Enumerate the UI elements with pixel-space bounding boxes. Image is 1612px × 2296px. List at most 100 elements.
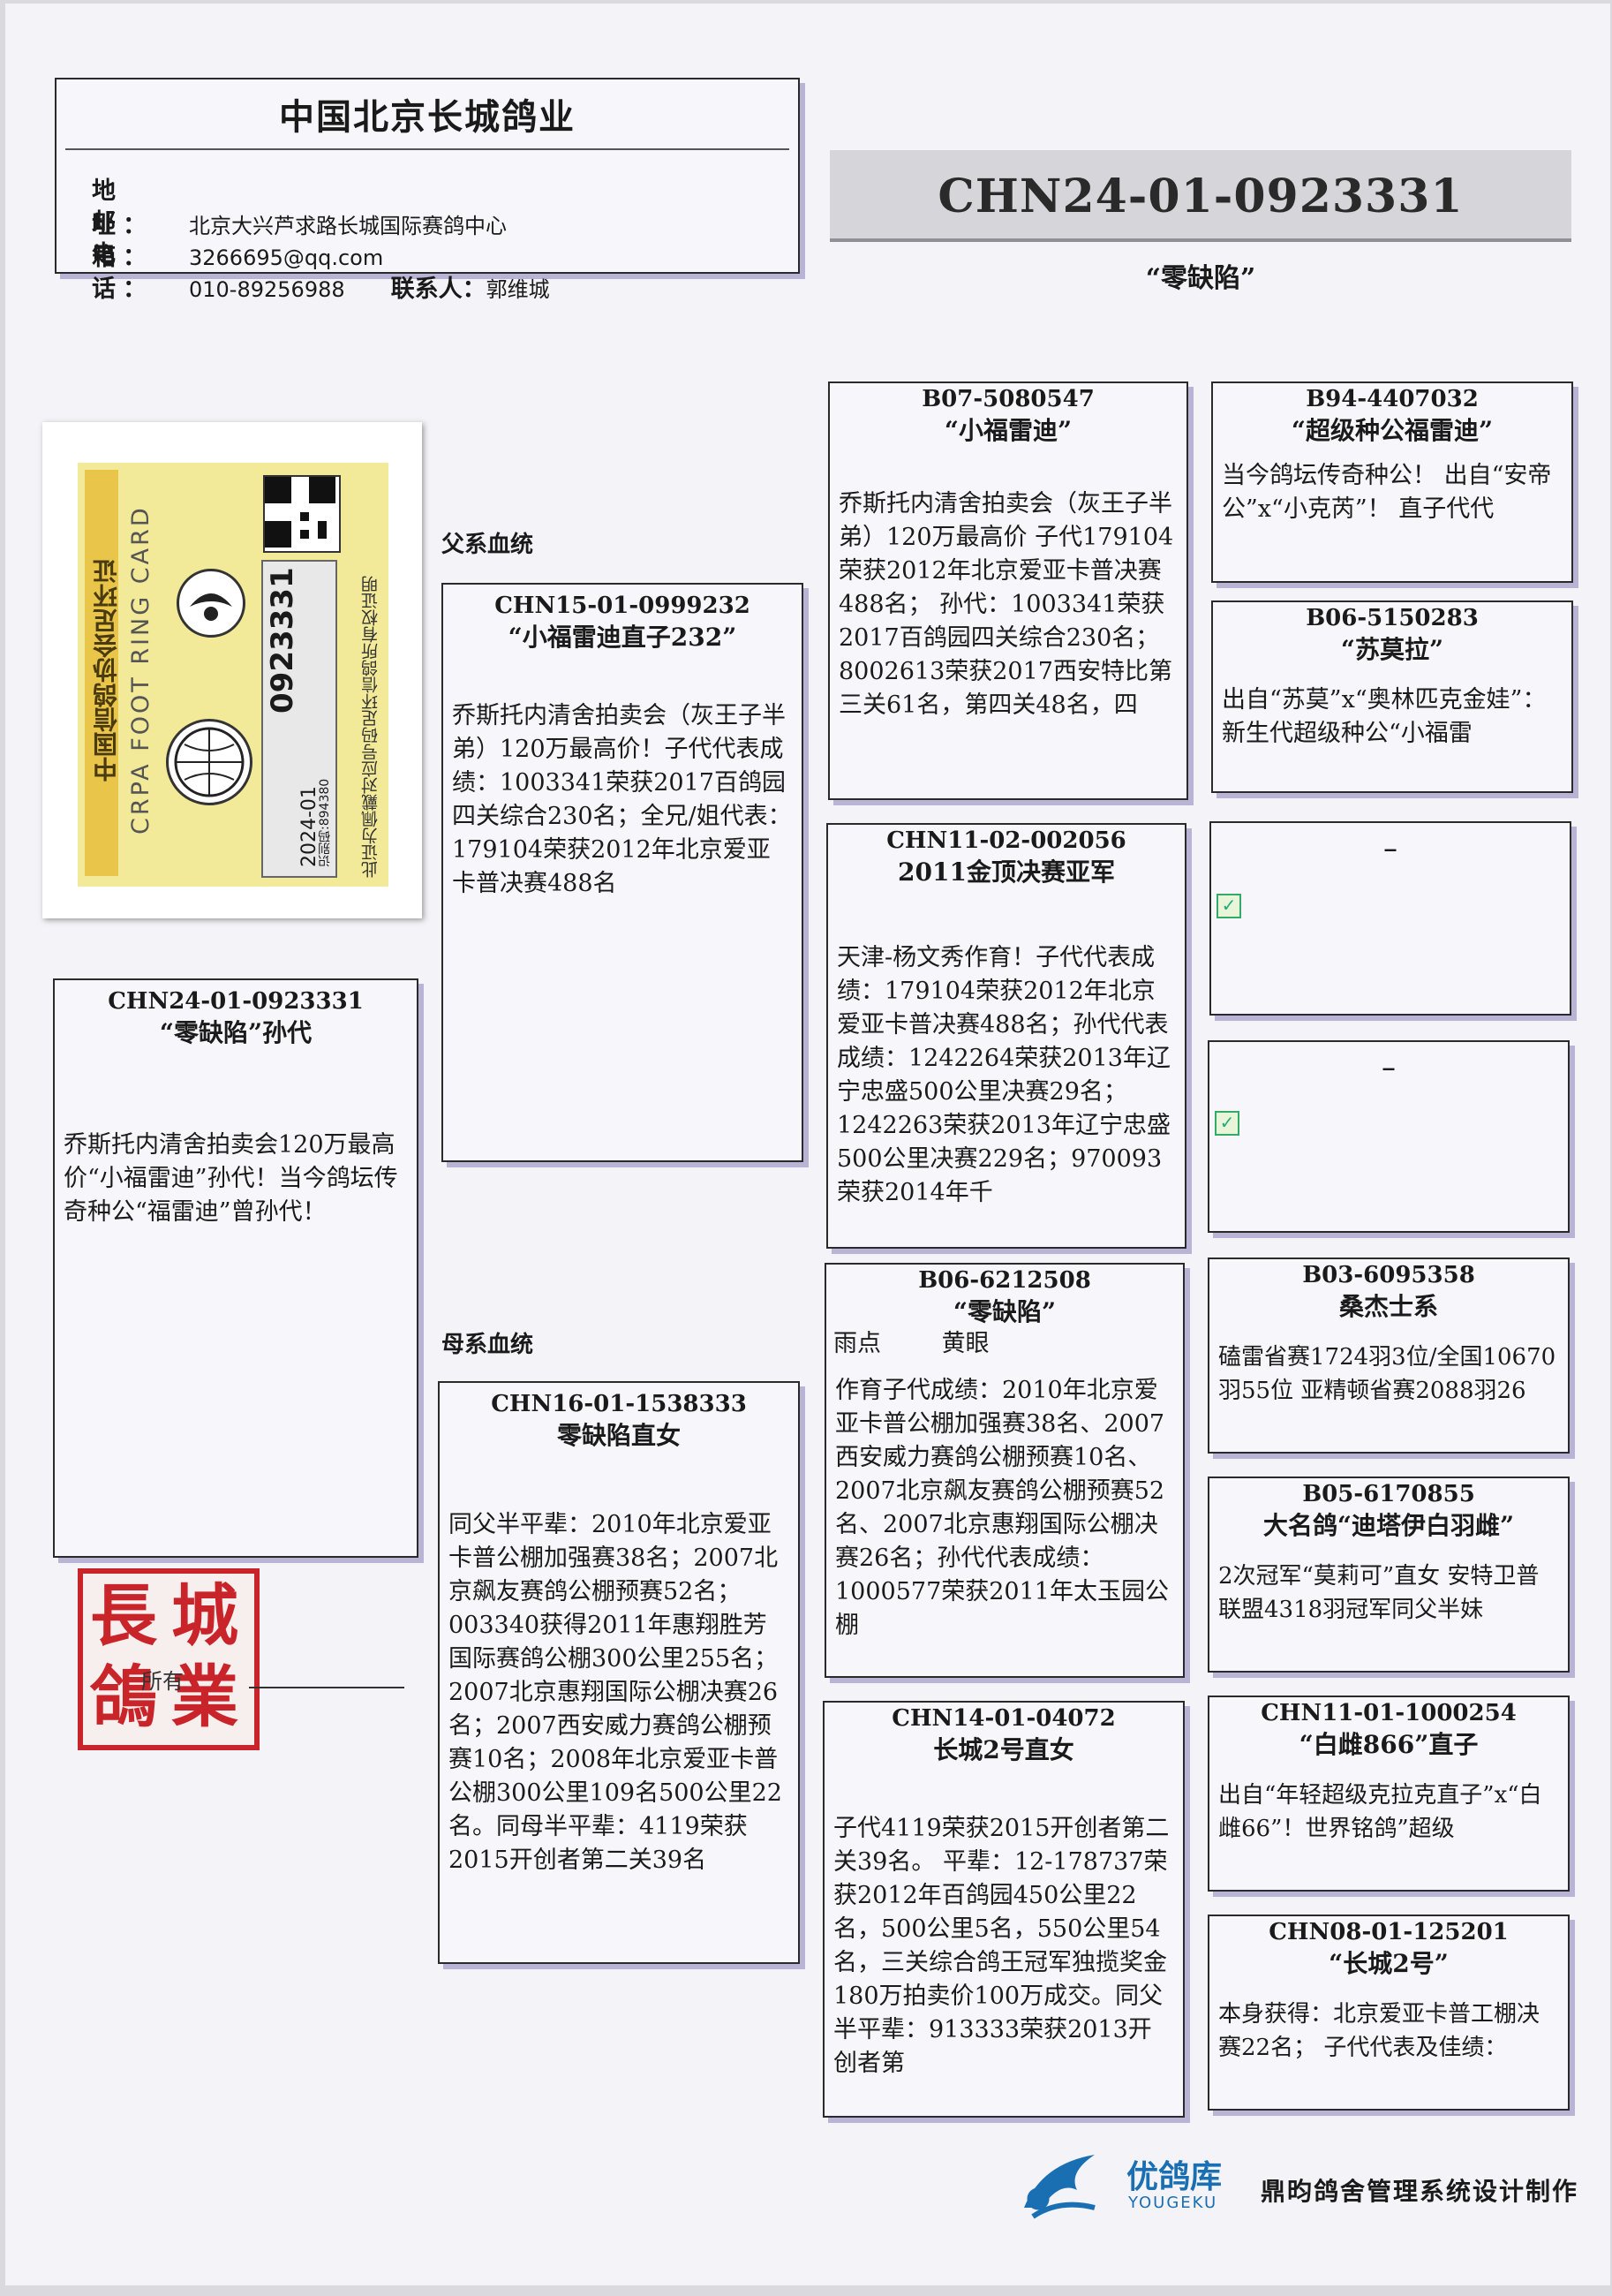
signature-line (249, 1687, 404, 1688)
address-row: 地 址： 北京大兴芦求路长城国际赛鸽中心 (92, 171, 507, 240)
seal-stamp: 長 城 鴿 業 (78, 1568, 260, 1750)
ss-ring: B07-5080547 (922, 386, 1095, 412)
dsd-ring: B05-6170855 (1302, 1481, 1475, 1507)
dam-dam-box: CHN14-01-04072 长城2号直女 子代4119荣获2015开创者第二关… (823, 1701, 1185, 2118)
ddd-box: CHN08-01-125201 “长城2号” 本身获得：北京爱亚卡普工棚决赛22… (1208, 1915, 1570, 2111)
ssd-title: “苏莫拉” (1340, 635, 1444, 664)
sire-dam-box: CHN11-02-002056 2011金顶决赛亚军 天津-杨文秀作育！子代代表… (826, 823, 1186, 1249)
wave-logo-icon (1006, 2146, 1121, 2231)
dd-ring: CHN14-01-04072 (892, 1705, 1116, 1732)
dss-ring: B03-6095358 (1302, 1262, 1475, 1288)
ssd-box: B06-5150283 “苏莫拉” 出自“苏莫”x“奥林匹克金娃”：新生代超级种… (1211, 600, 1573, 793)
ds-text: 作育子代成绩：2010年北京爱亚卡普公棚加强赛38名、2007西安威力赛鸽公棚预… (835, 1377, 1169, 1639)
subject-title: “零缺陷”孙代 (159, 1018, 313, 1047)
dsd-text: 2次冠军“莫莉可”直女 安特卫普联盟4318羽冠军同父半妹 (1218, 1563, 1540, 1623)
divider (65, 148, 789, 150)
phone-label: 电 话： (92, 241, 154, 303)
sdd-box: _ ✓ (1208, 1040, 1570, 1233)
dds-box: CHN11-01-1000254 “白雌866”直子 出自“年轻超级克拉克直子”… (1208, 1696, 1570, 1892)
design-credit: 鼎昀鸽舍管理系统设计制作 (1261, 2177, 1579, 2206)
ds-color: 雨点 (833, 1330, 881, 1357)
ssd-ring: B06-5150283 (1306, 605, 1479, 631)
sire-ring: CHN15-01-0999232 (494, 593, 750, 619)
ring-serial: 识别码:894380 (318, 778, 332, 867)
card-title-en: CRPA FOOT RING CARD (127, 505, 154, 835)
sire-box: CHN15-01-0999232 “小福雷迪直子232” 乔斯托内清舍拍卖会（灰… (441, 583, 803, 1162)
brand-name-en: YOUGEKU (1128, 2194, 1218, 2212)
dd-title: 长城2号直女 (933, 1735, 1074, 1764)
dsd-title: 大名鸽“迪塔伊白羽雌” (1262, 1511, 1515, 1540)
breeder-name: 中国北京长城鸽业 (279, 96, 576, 138)
ring-card-face: 中国信鸽协会足环证 CRPA FOOT RING CARD 0923331 20… (78, 463, 388, 887)
brand-name-cn: 优鸽库 (1126, 2159, 1223, 2195)
dds-text: 出自“年轻超级克拉克直子”x“白雌66”！世界铭鸽”超级 (1218, 1782, 1542, 1842)
sd-text: 天津-杨文秀作育！子代代表成绩：179104荣获2012年北京爱亚卡普决赛488… (837, 944, 1171, 1206)
subject-pigeon-box: CHN24-01-0923331 “零缺陷”孙代 乔斯托内清舍拍卖会120万最高… (53, 978, 418, 1558)
address-value: 北京大兴芦求路长城国际赛鸽中心 (189, 214, 507, 238)
pigeon-name: “零缺陷” (1145, 263, 1256, 294)
foot-ring-card: 中国信鸽协会足环证 CRPA FOOT RING CARD 0923331 20… (42, 422, 422, 918)
ss-title: “小福雷迪” (944, 416, 1073, 445)
ring-year: 2024-01 (298, 786, 320, 867)
ring-card-note: 此证为佩戴对应号码足环信鸽所有权证明 (361, 576, 380, 878)
seal-char-1: 長 (90, 1576, 157, 1655)
sss-box: B94-4407032 “超级种公福雷迪” 当今鸽坛传奇种公！ 出自“安帝公”x… (1211, 381, 1573, 583)
dam-sire-box: B06-6212508 “零缺陷” 雨点 黄眼 作育子代成绩：2010年北京爱亚… (825, 1263, 1185, 1678)
seal-char-3: 鴿 (90, 1658, 157, 1736)
email-row: 邮 箱： 3266695@qq.com (92, 203, 383, 272)
ds-title: “零缺陷” (953, 1297, 1057, 1326)
crpa-logo-icon (177, 569, 245, 638)
ds-eye: 黄眼 (941, 1330, 990, 1357)
email-value: 3266695@qq.com (189, 245, 384, 270)
sds-box: _ ✓ (1209, 821, 1571, 1016)
email-label: 邮 箱： (92, 209, 154, 271)
ssd-text: 出自“苏莫”x“奥林匹克金娃”：新生代超级种公“小福雷 (1222, 686, 1547, 747)
card-title-cn: 中国信鸽协会足环证 (92, 559, 121, 782)
check-icon: ✓ (1217, 894, 1241, 918)
globe-emblem-icon (166, 719, 252, 805)
phone-row: 电 话： 010-89256988 联系人：郭维城 (92, 235, 550, 304)
sire-text: 乔斯托内清舍拍卖会（灰王子半弟）120万最高价！子代代表成绩：1003341荣获… (452, 702, 792, 897)
dss-title: 桑杰士系 (1338, 1292, 1438, 1321)
sire-line-label: 父系血统 (441, 532, 534, 558)
ring-number-panel: 0923331 2024-01 识别码:894380 (261, 560, 337, 878)
card-stripe (85, 470, 118, 876)
sss-ring: B94-4407032 (1306, 386, 1479, 412)
seal-char-2: 城 (171, 1576, 238, 1655)
sss-title: “超级种公福雷迪” (1291, 416, 1494, 445)
breeder-info-box: 中国北京长城鸽业 地 址： 北京大兴芦求路长城国际赛鸽中心 邮 箱： 3266695… (55, 78, 800, 303)
ddd-title: “长城2号” (1329, 1949, 1449, 1978)
dam-box: CHN16-01-1538333 零缺陷直女 同父半平辈：2010年北京爱亚卡普… (438, 1381, 800, 1964)
sd-title: 2011金顶决赛亚军 (898, 857, 1115, 887)
dss-box: B03-6095358 桑杰士系 磕雷省赛1724羽3位/全国10670羽55位… (1208, 1258, 1570, 1454)
address-label: 地 址： (92, 177, 154, 239)
sire-title: “小福雷迪直子232” (508, 623, 737, 652)
ring-number: 0923331 (265, 567, 300, 714)
subject-ring: CHN24-01-0923331 (108, 988, 364, 1015)
contact-value: 郭维城 (486, 277, 550, 302)
sdd-ring: _ (1382, 1045, 1395, 1071)
sds-ring: _ (1384, 826, 1397, 852)
ddd-text: 本身获得：北京爱亚卡普工棚决赛22名； 子代代表及佳绩： (1218, 2001, 1540, 2061)
sd-ring: CHN11-02-002056 (886, 827, 1126, 854)
dam-ring: CHN16-01-1538333 (491, 1391, 747, 1417)
dam-line-label: 母系血统 (441, 1332, 534, 1358)
dds-ring: CHN11-01-1000254 (1261, 1700, 1517, 1726)
owner-label: 所有 (141, 1669, 184, 1694)
sss-text: 当今鸽坛传奇种公！ 出自“安帝公”x“小克芮”！ 直子代代 (1222, 462, 1552, 523)
ds-ring: B06-6212508 (918, 1267, 1091, 1294)
dds-title: “白雌866”直子 (1299, 1730, 1479, 1759)
ring-number-banner: CHN24-01-0923331 (830, 150, 1571, 242)
check-icon: ✓ (1215, 1111, 1239, 1136)
contact-label: 联系人： (390, 276, 486, 303)
qr-code-icon (263, 475, 341, 553)
dam-text: 同父半平辈：2010年北京爱亚卡普公棚加强赛38名；2007北京飙友赛鸽公棚预赛… (448, 1511, 782, 1874)
subject-text: 乔斯托内清舍拍卖会120万最高价“小福雷迪”孙代！当今鸽坛传奇种公“福雷迪”曾孙… (64, 1131, 398, 1226)
dsd-box: B05-6170855 大名鸽“迪塔伊白羽雌” 2次冠军“莫莉可”直女 安特卫普… (1208, 1477, 1570, 1673)
ss-text: 乔斯托内清舍拍卖会（灰王子半弟）120万最高价 子代179104荣获2012年北… (839, 490, 1174, 719)
ds-attributes: 雨点 黄眼 (826, 1328, 1183, 1360)
dss-text: 磕雷省赛1724羽3位/全国10670羽55位 亚精顿省赛2088羽26 (1218, 1344, 1556, 1404)
ddd-ring: CHN08-01-125201 (1269, 1919, 1509, 1945)
phone-value: 010-89256988 (189, 277, 345, 302)
footer-brand: 优鸽库 YOUGEKU 鼎昀鸽舍管理系统设计制作 (1006, 2146, 1607, 2234)
